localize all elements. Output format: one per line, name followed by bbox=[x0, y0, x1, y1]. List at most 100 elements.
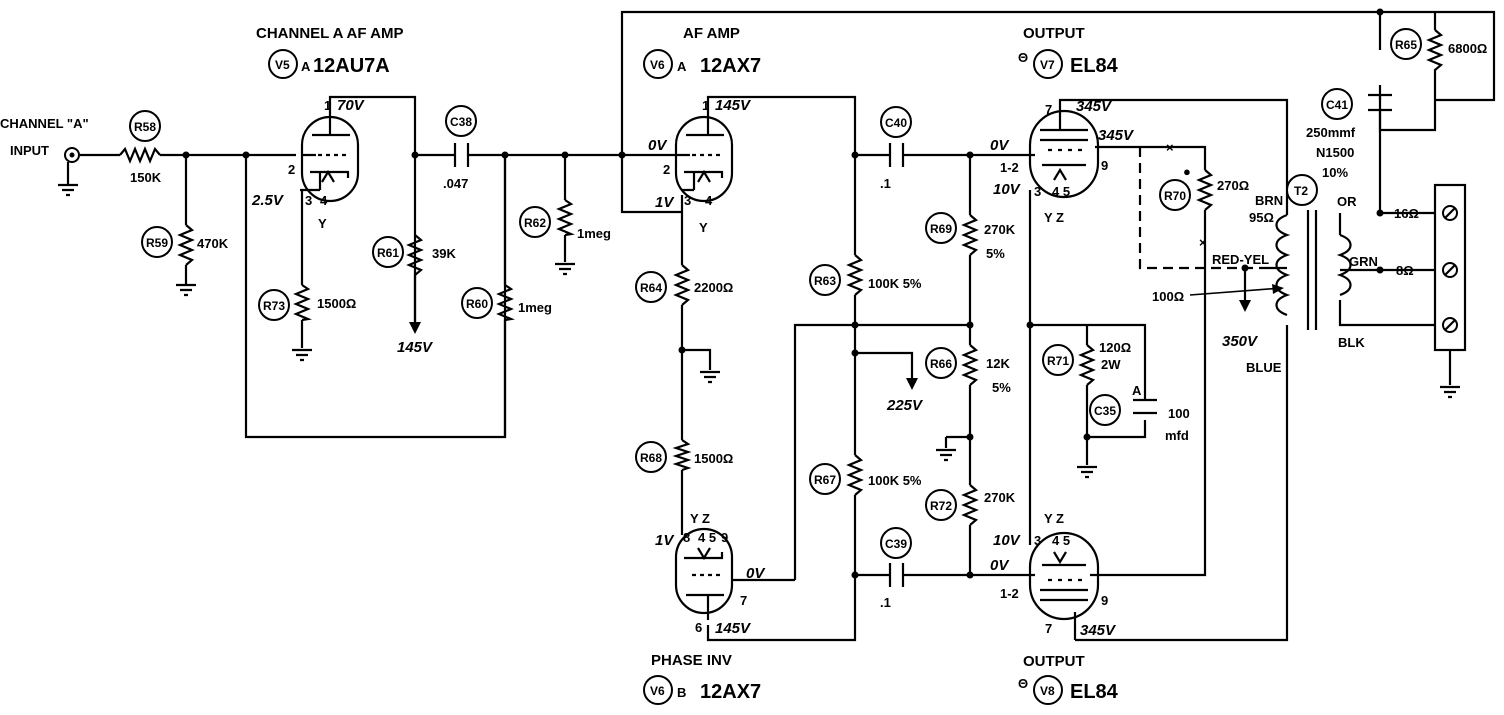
svg-text:Y: Y bbox=[318, 216, 327, 231]
c38-value: .047 bbox=[443, 176, 468, 191]
v7-grid-voltage: 0V bbox=[990, 137, 1010, 154]
ref-circles bbox=[129, 28, 1422, 705]
r67-value: 100K 5% bbox=[868, 473, 922, 488]
v6b-plate-voltage: 145V bbox=[715, 620, 752, 637]
tube-v6a bbox=[674, 112, 734, 203]
v6b-title: PHASE INV bbox=[651, 652, 732, 669]
c41-tol: 10% bbox=[1322, 165, 1348, 180]
svg-text:3: 3 bbox=[305, 193, 312, 208]
tap-100ohm: 100Ω bbox=[1152, 289, 1184, 304]
r59-ref: R59 bbox=[146, 236, 168, 250]
svg-text:×: × bbox=[1166, 140, 1174, 155]
r64-zigzag bbox=[673, 264, 691, 306]
v8-ref: V8 bbox=[1040, 684, 1055, 698]
tube-v7 bbox=[1028, 109, 1100, 199]
svg-text:7: 7 bbox=[1045, 621, 1052, 636]
junctions bbox=[182, 8, 1384, 579]
transformer-labels: BRN 95Ω RED-YEL 100Ω BLUE OR GRN BLK 16Ω… bbox=[1152, 193, 1419, 375]
v8-plate-voltage: 345V bbox=[1080, 622, 1117, 639]
tap-8ohm: 8Ω bbox=[1396, 263, 1414, 278]
tube-labels: CHANNEL A AF AMP V5 A 12AU7A AF AMP V6 A… bbox=[256, 25, 1119, 703]
svg-text:9: 9 bbox=[1101, 593, 1108, 608]
r66-tol: 5% bbox=[992, 380, 1011, 395]
svg-text:×: × bbox=[1199, 235, 1207, 250]
c38-ref: C38 bbox=[450, 115, 472, 129]
r58-zigzag bbox=[119, 146, 161, 164]
svg-text:7: 7 bbox=[1045, 102, 1052, 117]
v7-theta: Θ bbox=[1018, 50, 1028, 65]
r70-mark: ● bbox=[1183, 164, 1191, 179]
x-marks: × × bbox=[1166, 140, 1207, 250]
tap-or: OR bbox=[1337, 194, 1357, 209]
r68-ref: R68 bbox=[640, 451, 662, 465]
svg-text:1: 1 bbox=[702, 98, 709, 113]
svg-text:1: 1 bbox=[324, 98, 331, 113]
r61-zigzag bbox=[406, 234, 424, 276]
r73-ref: R73 bbox=[263, 299, 285, 313]
r61-value: 39K bbox=[432, 246, 456, 261]
c40-value: .1 bbox=[880, 176, 891, 191]
r58-ref: R58 bbox=[134, 120, 156, 134]
c35-value: 100 bbox=[1168, 406, 1190, 421]
r62-zigzag bbox=[556, 199, 575, 237]
v8-type: EL84 bbox=[1070, 681, 1119, 703]
r59-zigzag bbox=[177, 224, 195, 266]
svg-text:8: 8 bbox=[683, 530, 690, 545]
c39-ref: C39 bbox=[885, 537, 907, 551]
svg-text:9: 9 bbox=[721, 530, 728, 545]
v6b-section: B bbox=[677, 685, 686, 700]
r71-rating: 2W bbox=[1101, 357, 1121, 372]
v8-cathode-voltage: 10V bbox=[993, 532, 1022, 549]
tap-blue: BLUE bbox=[1246, 360, 1282, 375]
tube-v6b bbox=[674, 527, 795, 620]
input-label-2: INPUT bbox=[10, 143, 49, 158]
r69-ref: R69 bbox=[930, 222, 952, 236]
v8-grid-voltage: 0V bbox=[990, 557, 1010, 574]
r72-value: 270K bbox=[984, 490, 1016, 505]
input-jack[interactable] bbox=[64, 147, 80, 175]
c41-value: 250mmf bbox=[1306, 125, 1356, 140]
v5-ref: V5 bbox=[275, 58, 290, 72]
v5-plate-voltage: 70V bbox=[337, 97, 366, 114]
v7-type: EL84 bbox=[1070, 55, 1119, 77]
r66-zigzag bbox=[961, 344, 979, 386]
tap-red-yel: RED-YEL bbox=[1212, 252, 1269, 267]
v5-b-voltage: 145V bbox=[397, 339, 434, 356]
v5-section: A bbox=[301, 59, 311, 74]
r63-zigzag bbox=[846, 254, 864, 296]
grounds bbox=[58, 175, 1460, 479]
resistors bbox=[119, 12, 1444, 526]
r60-value: 1meg bbox=[518, 300, 552, 315]
r72-ref: R72 bbox=[930, 499, 952, 513]
r69-value: 270K bbox=[984, 222, 1016, 237]
c40-ref: C40 bbox=[885, 116, 907, 130]
svg-text:4: 4 bbox=[705, 193, 713, 208]
v6a-plate-voltage: 145V bbox=[715, 97, 752, 114]
v7-plate-voltage: 345V bbox=[1076, 98, 1113, 115]
r65-ref: R65 bbox=[1395, 38, 1417, 52]
v7-screen-voltage: 345V bbox=[1098, 127, 1135, 144]
capacitors bbox=[453, 93, 1392, 587]
v6a-section: A bbox=[677, 59, 687, 74]
r72-zigzag bbox=[961, 484, 979, 526]
v6b-cathode-voltage: 1V bbox=[655, 532, 675, 549]
v7-title: OUTPUT bbox=[1023, 25, 1085, 42]
svg-text:Y: Y bbox=[699, 220, 708, 235]
r73-value: 1500Ω bbox=[317, 296, 356, 311]
r68-zigzag bbox=[672, 439, 692, 472]
r67-ref: R67 bbox=[814, 473, 836, 487]
r64-value: 2200Ω bbox=[694, 280, 733, 295]
r63-ref: R63 bbox=[814, 274, 836, 288]
r71-ref: R71 bbox=[1047, 354, 1069, 368]
tube-v8 bbox=[1028, 531, 1100, 640]
svg-text:4: 4 bbox=[320, 193, 328, 208]
tap-brn: BRN bbox=[1255, 193, 1283, 208]
v6b-ref: V6 bbox=[650, 684, 665, 698]
b350-voltage: 350V bbox=[1222, 333, 1259, 350]
r63-value: 100K 5% bbox=[868, 276, 922, 291]
v5-cathode-voltage: 2.5V bbox=[251, 192, 285, 209]
tap-brn-ohm: 95Ω bbox=[1249, 210, 1274, 225]
b225-voltage: 225V bbox=[886, 397, 924, 414]
svg-text:1-2: 1-2 bbox=[1000, 586, 1019, 601]
